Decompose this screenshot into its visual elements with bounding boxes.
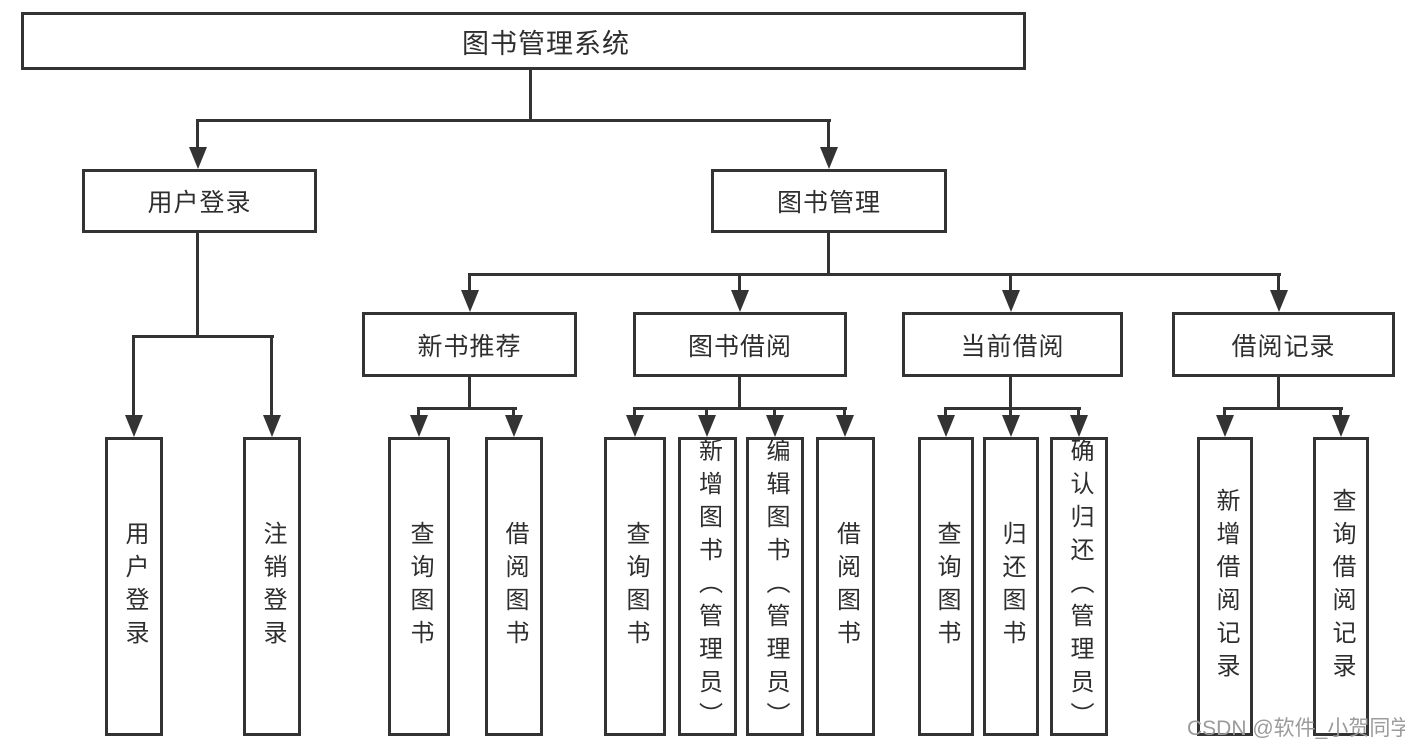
leaf-new-book-query: 查询图书 bbox=[388, 437, 450, 736]
connector-to-leaf bbox=[1009, 407, 1012, 417]
leaf-current-confirm-admin: 确认归还（管理员） bbox=[1050, 437, 1108, 736]
connector-to-leaf bbox=[417, 407, 420, 417]
connector-book-management-stub bbox=[827, 233, 830, 275]
leaf-borrow-add-admin: 新增图书（管理员） bbox=[678, 437, 737, 736]
connector-to-leaf bbox=[1339, 407, 1342, 417]
connector-to-book-borrow bbox=[738, 273, 741, 293]
node-new-book-recommend: 新书推荐 bbox=[362, 312, 577, 377]
connector-root-branch bbox=[196, 119, 831, 122]
leaf-current-query: 查询图书 bbox=[918, 437, 974, 736]
arrow-down-icon bbox=[1332, 415, 1350, 437]
leaf-borrow-borrow: 借阅图书 bbox=[816, 437, 875, 736]
connector-to-borrow-records bbox=[1277, 273, 1280, 293]
leaf-current-return: 归还图书 bbox=[983, 437, 1039, 736]
connector-to-leaf bbox=[705, 407, 708, 417]
arrow-down-icon bbox=[1002, 415, 1020, 437]
leaf-records-add: 新增借阅记录 bbox=[1197, 437, 1253, 736]
connector-to-book-management bbox=[827, 119, 830, 149]
connector-root-stub bbox=[529, 69, 532, 121]
connector-to-leaf-login bbox=[132, 335, 135, 417]
connector-current-borrow-branch bbox=[944, 407, 1081, 410]
arrow-down-icon bbox=[1270, 290, 1288, 312]
arrow-down-icon bbox=[461, 290, 479, 312]
connector-to-leaf bbox=[944, 407, 947, 417]
connector-new-book-branch bbox=[417, 407, 517, 410]
arrow-down-icon bbox=[189, 147, 207, 169]
connector-to-leaf bbox=[1223, 407, 1226, 417]
connector-borrow-records-stub bbox=[1277, 377, 1280, 409]
arrow-down-icon bbox=[1002, 290, 1020, 312]
arrow-down-icon bbox=[263, 415, 281, 437]
connector-to-leaf bbox=[633, 407, 636, 417]
arrow-down-icon bbox=[731, 290, 749, 312]
leaf-user-login: 用户登录 bbox=[105, 437, 163, 736]
node-book-borrow: 图书借阅 bbox=[633, 312, 847, 377]
arrow-down-icon bbox=[937, 415, 955, 437]
arrow-down-icon bbox=[125, 415, 143, 437]
node-root: 图书管理系统 bbox=[21, 12, 1026, 70]
connector-book-management-branch bbox=[468, 273, 1281, 276]
connector-current-borrow-stub bbox=[1009, 377, 1012, 409]
node-book-management: 图书管理 bbox=[711, 169, 947, 233]
watermark: CSDN @软件_小贺同学 bbox=[1187, 717, 1405, 740]
arrow-down-icon bbox=[505, 415, 523, 437]
connector-user-login-stub bbox=[196, 233, 199, 337]
leaf-logout: 注销登录 bbox=[243, 437, 301, 736]
connector-to-leaf bbox=[773, 407, 776, 417]
connector-borrow-records-branch bbox=[1223, 407, 1343, 410]
connector-new-book-stub bbox=[468, 377, 471, 409]
connector-to-leaf bbox=[843, 407, 846, 417]
arrow-down-icon bbox=[1216, 415, 1234, 437]
connector-to-leaf bbox=[1077, 407, 1080, 417]
arrow-down-icon bbox=[1070, 415, 1088, 437]
arrow-down-icon bbox=[766, 415, 784, 437]
arrow-down-icon bbox=[836, 415, 854, 437]
connector-user-login-branch bbox=[132, 335, 274, 338]
leaf-borrow-edit-admin: 编辑图书（管理员） bbox=[746, 437, 804, 736]
arrow-down-icon bbox=[698, 415, 716, 437]
arrow-down-icon bbox=[410, 415, 428, 437]
connector-to-leaf bbox=[512, 407, 515, 417]
connector-to-new-book bbox=[468, 273, 471, 293]
connector-book-borrow-stub bbox=[738, 377, 741, 409]
node-user-login: 用户登录 bbox=[82, 169, 317, 233]
connector-to-current-borrow bbox=[1009, 273, 1012, 293]
arrow-down-icon bbox=[820, 147, 838, 169]
connector-to-user-login bbox=[196, 119, 199, 149]
connector-to-leaf-logout bbox=[270, 335, 273, 417]
connector-book-borrow-branch bbox=[633, 407, 847, 410]
leaf-borrow-query: 查询图书 bbox=[604, 437, 666, 736]
leaf-records-query: 查询借阅记录 bbox=[1313, 437, 1369, 736]
leaf-new-book-borrow: 借阅图书 bbox=[485, 437, 543, 736]
arrow-down-icon bbox=[626, 415, 644, 437]
node-current-borrow: 当前借阅 bbox=[902, 312, 1123, 377]
node-borrow-records: 借阅记录 bbox=[1172, 312, 1395, 377]
